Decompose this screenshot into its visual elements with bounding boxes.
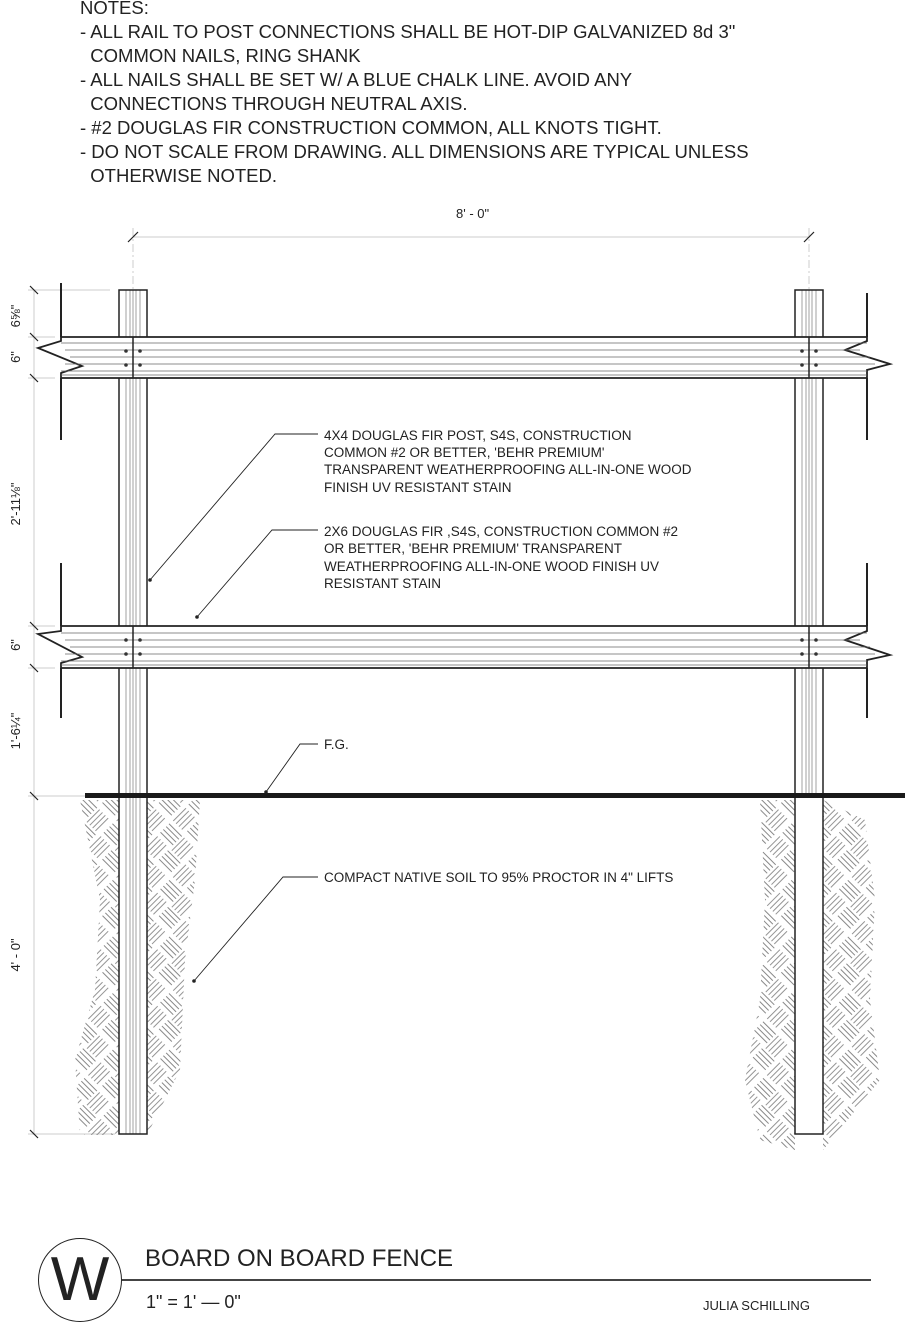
span-dimension-label: 8' - 0" [456,206,489,221]
top-rail [35,336,894,379]
board-edge-lines [60,283,868,718]
drawing-title: BOARD ON BOARD FENCE [145,1245,454,1272]
dim-rail-top: 6" [8,351,23,363]
soil-callout: COMPACT NATIVE SOIL TO 95% PROCTOR IN 4"… [324,870,673,885]
svg-text:WEATHERPROOFING ALL-IN-ONE WOO: WEATHERPROOFING ALL-IN-ONE WOOD FINISH U… [324,559,659,574]
note-line: - ALL NAILS SHALL BE SET W/ A BLUE CHALK… [80,69,633,90]
note-line: - DO NOT SCALE FROM DRAWING. ALL DIMENSI… [80,141,749,162]
dim-rail-bottom: 6" [8,639,23,651]
finished-grade-line [85,793,905,798]
nail-dots [124,638,818,656]
svg-text:OR BETTER, 'BEHR PREMIUM' TRAN: OR BETTER, 'BEHR PREMIUM' TRANSPARENT [324,541,622,556]
svg-text:2X6 DOUGLAS FIR ,S4S, CONSTRUC: 2X6 DOUGLAS FIR ,S4S, CONSTRUCTION COMMO… [324,524,678,539]
post-callout: 4X4 DOUGLAS FIR POST, S4S, CONSTRUCTION … [324,428,692,495]
fence-elevation-drawing: 8' - 0" 6⅝" 6" 2'-11⅛" 6" 1'-6¼" 4' - 0" [8,206,905,1150]
span-dimension [127,228,815,290]
svg-text:RESISTANT STAIN: RESISTANT STAIN [324,576,441,591]
nail-dots [124,349,818,367]
detail-id: W [50,1245,110,1314]
right-post [794,289,824,1135]
detail-marker: W [38,1238,122,1322]
dim-between-rails: 2'-11⅛" [8,482,23,525]
svg-text:FINISH UV RESISTANT STAIN: FINISH UV RESISTANT STAIN [324,480,512,495]
dim-to-grade: 1'-6¼" [8,712,23,749]
drawing-scale: 1" = 1' — 0" [146,1292,241,1312]
svg-text:4X4 DOUGLAS FIR POST, S4S, CON: 4X4 DOUGLAS FIR POST, S4S, CONSTRUCTION [324,428,632,443]
svg-text:TRANSPARENT WEATHERPROOFING AL: TRANSPARENT WEATHERPROOFING ALL-IN-ONE W… [324,462,692,477]
note-line: COMMON NAILS, RING SHANK [80,45,361,66]
callout-leaders [149,433,318,982]
note-line: OTHERWISE NOTED. [80,165,278,186]
grade-callout: F.G. [324,737,349,752]
rail-callout: 2X6 DOUGLAS FIR ,S4S, CONSTRUCTION COMMO… [324,524,678,591]
note-line: - #2 DOUGLAS FIR CONSTRUCTION COMMON, AL… [80,117,662,138]
dim-post-top: 6⅝" [8,304,23,327]
general-notes: NOTES: - ALL RAIL TO POST CONNECTIONS SH… [80,0,749,188]
drawing-author: JULIA SCHILLING [703,1298,810,1313]
title-rule [122,1279,871,1281]
bottom-rail [35,625,894,669]
compacted-soil-hatch [75,800,880,1150]
notes-heading: NOTES: [80,0,149,18]
svg-text:COMMON #2 OR BETTER, 'BEHR PRE: COMMON #2 OR BETTER, 'BEHR PREMIUM' [324,445,604,460]
note-line: CONNECTIONS THROUGH NEUTRAL AXIS. [80,93,468,114]
left-post [118,289,148,1135]
dim-embed: 4' - 0" [8,938,23,971]
note-line: - ALL RAIL TO POST CONNECTIONS SHALL BE … [80,21,736,42]
